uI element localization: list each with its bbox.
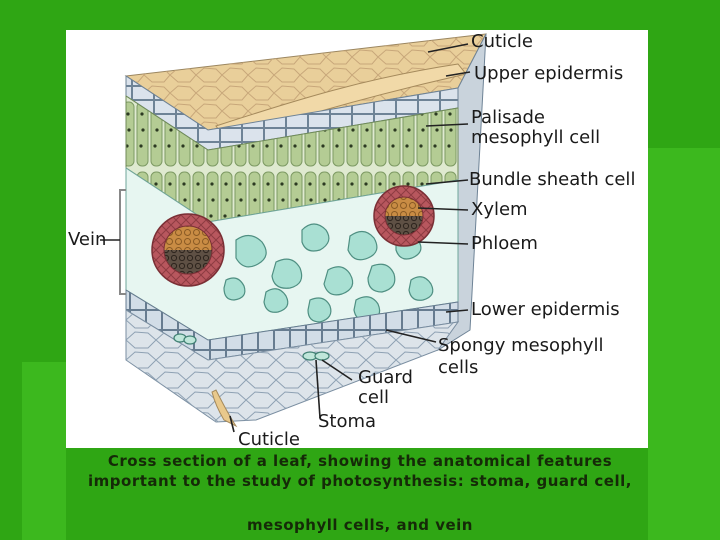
label-spongy-line1: Spongy mesophyll <box>438 335 604 356</box>
label-spongy-line2: cells <box>438 357 479 378</box>
caption-line-2: important to the study of photosynthesis… <box>88 472 632 490</box>
label-palisade-line1: Palisade <box>471 107 545 128</box>
label-upper-epidermis: Upper epidermis <box>474 63 624 84</box>
background-stripe-right <box>648 148 720 540</box>
label-guard-line2: cell <box>358 387 389 408</box>
leaf-cross-section-illustration <box>100 33 487 433</box>
caption-line-3: mesophyll cells, and vein <box>247 516 473 534</box>
label-cuticle-top: Cuticle <box>471 31 534 52</box>
label-xylem: Xylem <box>471 199 528 220</box>
background-stripe-left <box>22 362 66 540</box>
label-lower-epidermis: Lower epidermis <box>471 299 620 320</box>
label-guard-line1: Guard <box>358 367 413 388</box>
label-bundle-sheath: Bundle sheath cell <box>469 169 636 190</box>
leaf-diagram-panel: Cuticle Upper epidermis Palisade mesophy… <box>66 30 648 450</box>
label-phloem: Phloem <box>471 233 538 254</box>
caption-line-1: Cross section of a leaf, showing the ana… <box>107 452 613 470</box>
label-stoma: Stoma <box>318 411 377 432</box>
label-vein: Vein <box>68 229 107 250</box>
label-palisade-line2: mesophyll cell <box>471 127 601 148</box>
label-cuticle-bottom: Cuticle <box>238 429 301 450</box>
